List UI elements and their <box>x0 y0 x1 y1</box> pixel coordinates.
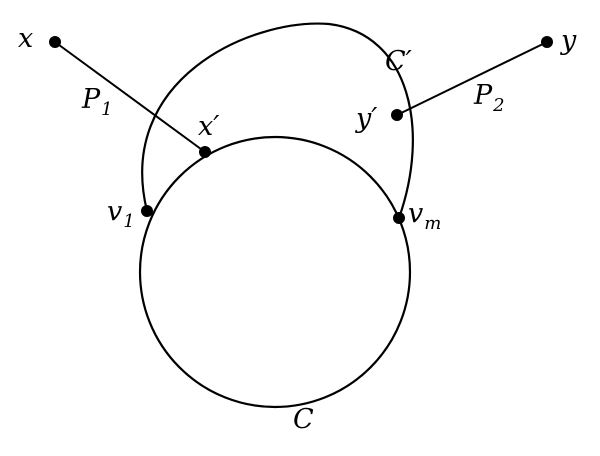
label-y-prime: y′ <box>355 103 377 134</box>
label-p1: P1 <box>81 84 113 120</box>
vertex-y <box>541 36 553 48</box>
label-vm-sub: m <box>424 213 441 234</box>
label-y: y <box>560 25 577 56</box>
label-c-prime: C′ <box>385 46 412 77</box>
vertex-vm <box>393 212 405 224</box>
cycle-c <box>138 135 412 409</box>
label-p1-sub: 1 <box>101 99 112 120</box>
label-v1-sub: 1 <box>123 211 134 232</box>
vertex-x <box>49 36 61 48</box>
path-p1 <box>54 41 206 153</box>
label-x-prime: x′ <box>198 111 219 142</box>
label-x: x <box>18 23 33 54</box>
vertex-v1 <box>141 205 153 217</box>
label-v1: v1 <box>107 196 135 232</box>
path-p2 <box>396 41 548 116</box>
label-p2: P2 <box>473 80 505 116</box>
cycle-c-prime-arc <box>141 22 414 219</box>
label-vm-base: v <box>408 198 423 229</box>
vertex-x-prime <box>199 146 211 158</box>
label-p1-base: P <box>81 84 101 115</box>
label-c: C <box>293 404 314 435</box>
label-p2-sub: 2 <box>492 95 504 116</box>
label-vm: vm <box>408 198 441 234</box>
vertex-y-prime <box>391 109 403 121</box>
label-v1-base: v <box>107 196 122 227</box>
label-p2-base: P <box>473 80 493 111</box>
